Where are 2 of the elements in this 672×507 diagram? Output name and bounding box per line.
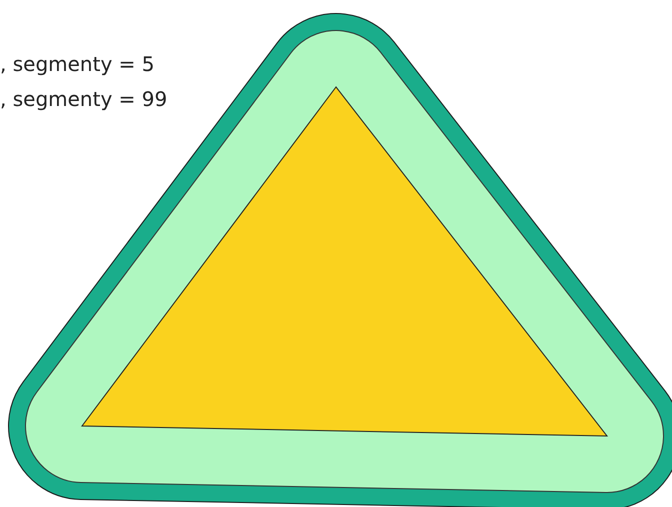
legend-text: , segmenty = 99 xyxy=(0,87,168,111)
legend-text: , segmenty = 5 xyxy=(0,52,154,76)
